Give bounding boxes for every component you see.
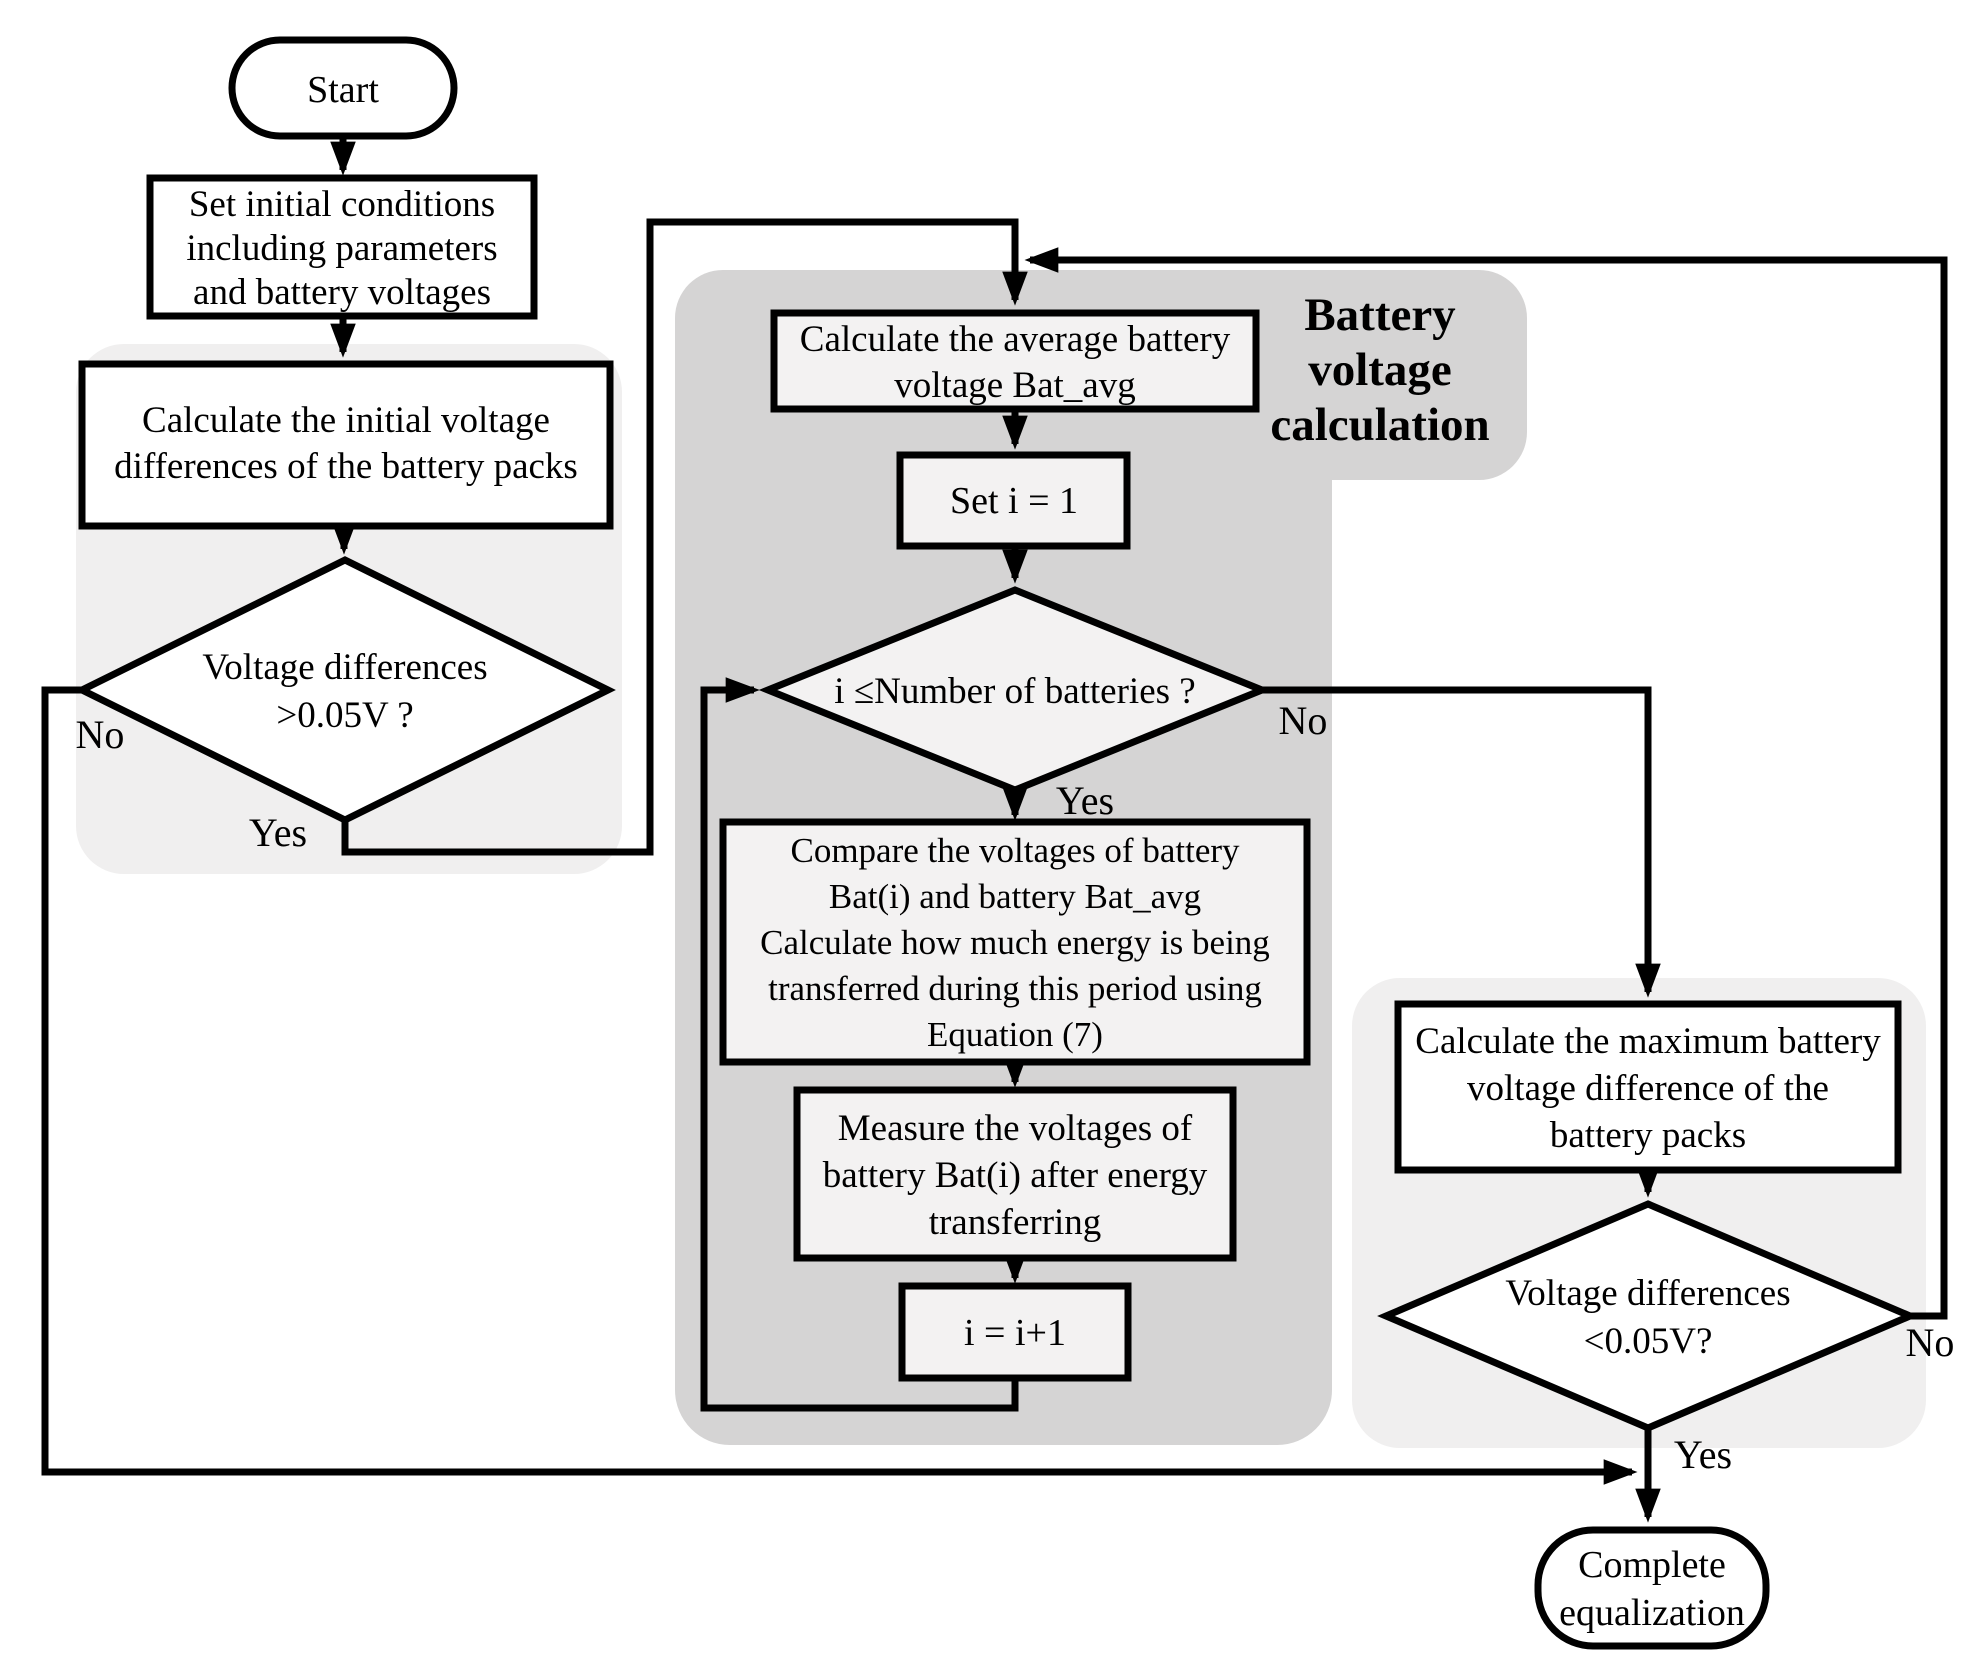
battery-voltage-calc-title-line: calculation (1270, 399, 1489, 451)
calc-initial-line: differences of the battery packs (114, 446, 578, 487)
battery-voltage-calc-title-line: Battery (1304, 289, 1456, 341)
set-initial-line: and battery voltages (193, 272, 491, 313)
calc-max-difference-box (1394, 1000, 1902, 1174)
calc-initial-line: Calculate the initial voltage (142, 400, 550, 441)
calc-max-line: voltage difference of the (1467, 1068, 1829, 1109)
increment-label: i = i+1 (964, 1312, 1066, 1354)
diamond-loop-label: i ≤Number of batteries ? (834, 671, 1195, 712)
label-diamond-loop-no: No (1279, 698, 1328, 743)
label-diamond-final-no: No (1906, 1320, 1955, 1365)
measure-line: battery Bat(i) after energy (823, 1155, 1208, 1196)
set-i-box (896, 451, 1131, 550)
edge-diamond-loop-no (1262, 686, 1661, 998)
set-initial-conditions-box (146, 174, 538, 320)
diamond-final-voltage-check (1377, 1200, 1919, 1432)
measure-line: transferring (929, 1202, 1102, 1243)
complete-terminal (1534, 1526, 1770, 1650)
calc-average-voltage-box (770, 309, 1260, 413)
compare-voltages-box (719, 818, 1311, 1066)
label-diamond-initial-yes: Yes (249, 810, 307, 855)
calc-max-line: battery packs (1550, 1115, 1746, 1156)
label-diamond-initial-no: No (76, 712, 125, 757)
start-label: Start (307, 69, 379, 111)
set-initial-line: Set initial conditions (189, 184, 495, 225)
compare-line: Bat(i) and battery Bat_avg (829, 877, 1201, 916)
measure-voltages-box (793, 1086, 1237, 1262)
calc-max-line: Calculate the maximum battery (1415, 1021, 1881, 1062)
edge-diamond-initial-yes (341, 218, 1028, 856)
complete-line: equalization (1559, 1592, 1745, 1634)
complete-line: Complete (1578, 1544, 1726, 1586)
set-initial-line: including parameters (186, 228, 497, 269)
increment-i-box (898, 1282, 1132, 1382)
edge-diamond-final-no (1024, 247, 1948, 1320)
set-i-label: Set i = 1 (950, 480, 1078, 522)
edge-diamond-initial-no (41, 686, 1638, 1485)
diamond-final-line: Voltage differences (1505, 1273, 1790, 1314)
battery-voltage-calc-title-line: voltage (1308, 344, 1452, 396)
measure-line: Measure the voltages of (838, 1108, 1193, 1149)
label-diamond-final-yes: Yes (1674, 1432, 1732, 1477)
edge-increment-loop-back (700, 677, 1019, 1412)
diamond-initial-line: Voltage differences (202, 647, 487, 688)
label-diamond-loop-yes: Yes (1056, 778, 1114, 823)
calc-avg-line: voltage Bat_avg (894, 365, 1135, 406)
compare-line: Compare the voltages of battery (790, 831, 1240, 870)
diamond-initial-voltage-check (74, 556, 616, 824)
diamond-final-line: <0.05V? (1584, 1321, 1713, 1362)
start-terminal (228, 36, 458, 140)
compare-line: transferred during this period using (768, 969, 1262, 1008)
diamond-loop-condition (758, 586, 1272, 794)
calc-initial-differences-box (78, 360, 614, 530)
compare-line: Equation (7) (927, 1015, 1103, 1054)
compare-line: Calculate how much energy is being (760, 923, 1270, 962)
calc-avg-line: Calculate the average battery (800, 319, 1231, 360)
diamond-initial-line: >0.05V ? (276, 695, 413, 736)
